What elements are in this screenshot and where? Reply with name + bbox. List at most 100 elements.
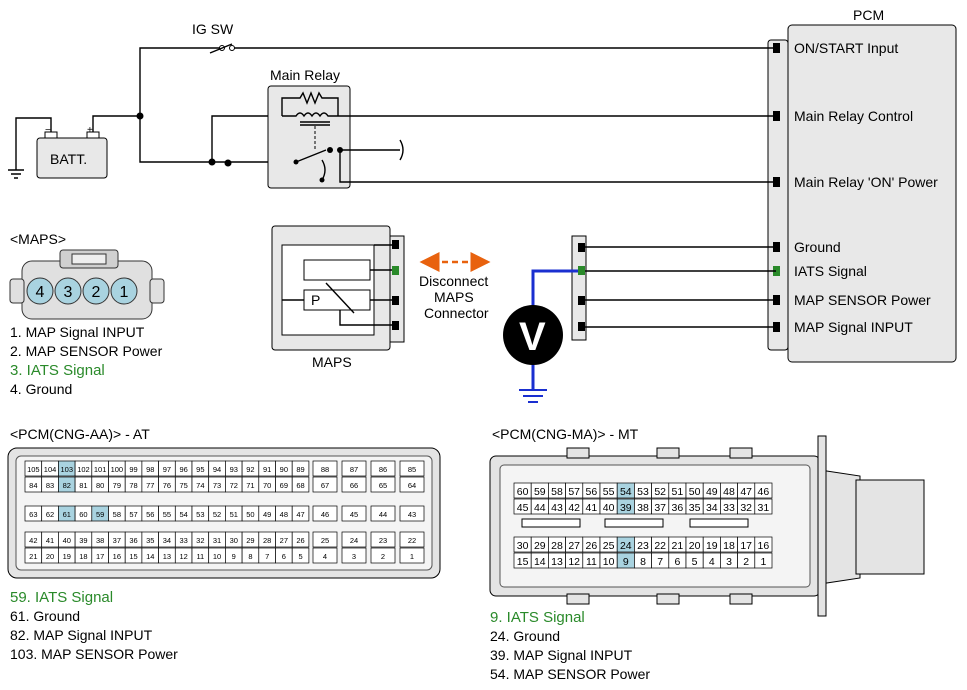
pcm-ma-pin-number: 18 bbox=[723, 540, 735, 552]
pcm-aa-pin-cell bbox=[291, 547, 310, 564]
pcm-ma-pin-number: 25 bbox=[603, 540, 615, 552]
pcm-ma-pin-number: 8 bbox=[640, 556, 646, 568]
pcm-aa-pin-number: 41 bbox=[46, 536, 54, 545]
pcm-aa-pin-number: 80 bbox=[96, 481, 104, 490]
pcm-ma-pin-number: 59 bbox=[534, 486, 546, 498]
pcm-ma-pin-number: 7 bbox=[657, 556, 663, 568]
pcm-aa-pin-number: 51 bbox=[230, 510, 238, 519]
pcm-aa-pin-number: 56 bbox=[146, 510, 154, 519]
pcm-aa-side-pin-number: 24 bbox=[350, 536, 358, 545]
pcm-aa-pin-number: 102 bbox=[77, 465, 90, 474]
pcm-pin-label: Main Relay 'ON' Power bbox=[794, 174, 938, 190]
pcm-aa-pin-cell bbox=[291, 460, 310, 477]
maps-legend-item: 1. MAP Signal INPUT bbox=[10, 324, 145, 340]
pcm-aa-pin-number: 30 bbox=[230, 536, 238, 545]
pcm-aa-side-pin-cell bbox=[312, 476, 338, 493]
pcm-aa-pin-number: 84 bbox=[29, 481, 37, 490]
pcm-ma-pin-number: 60 bbox=[517, 486, 529, 498]
pcm-aa-pin-number: 83 bbox=[46, 481, 54, 490]
pcm-ma-pin-number: 17 bbox=[740, 540, 752, 552]
pcm-aa-pin-number: 75 bbox=[179, 481, 187, 490]
pcm-aa-pin-number: 6 bbox=[282, 552, 286, 561]
pcm-aa-side-pin-cell bbox=[370, 476, 396, 493]
harness-connector bbox=[571, 235, 776, 341]
pcm-aa-pin-number: 101 bbox=[94, 465, 107, 474]
pcm-aa-side-pin-number: 87 bbox=[350, 465, 358, 474]
pcm-aa-pin-number: 33 bbox=[179, 536, 187, 545]
pcm-aa-pin-cell bbox=[291, 476, 310, 493]
pcm-ma-pin-cell bbox=[754, 498, 773, 515]
battery: − + BATT. bbox=[36, 125, 108, 179]
pcm-ma-pin-number: 30 bbox=[517, 540, 529, 552]
pcm-aa-pin-cell bbox=[291, 531, 310, 548]
pcm-ma-pin-number: 12 bbox=[568, 556, 580, 568]
pcm-pin-terminal bbox=[773, 295, 780, 305]
pcm-ma-pin-number: 24 bbox=[620, 540, 632, 552]
pcm-ma-pin-number: 43 bbox=[551, 502, 563, 514]
battery-minus: − bbox=[45, 125, 51, 136]
pcm-pin-label: IATS Signal bbox=[794, 263, 867, 279]
maps-pin bbox=[82, 277, 110, 305]
pcm-aa-pin-number: 98 bbox=[146, 465, 154, 474]
pcm-aa-side-pin-number: 46 bbox=[321, 510, 329, 519]
pcm-ma-pin-number: 5 bbox=[692, 556, 698, 568]
pcm-ma-pin-number: 55 bbox=[603, 486, 615, 498]
pcm-aa-side-pin-number: 86 bbox=[379, 465, 387, 474]
pcm-aa-pin-number: 99 bbox=[129, 465, 137, 474]
pcm-aa-side-pin-number: 2 bbox=[381, 552, 385, 561]
pcm-aa-side-pin-cell bbox=[312, 460, 338, 477]
maps-p-label: P bbox=[311, 292, 320, 308]
pcm-ma-pin-number: 3 bbox=[726, 556, 732, 568]
pcm-ma-pin-number: 45 bbox=[517, 502, 529, 514]
pcm-pin-label: MAP Signal INPUT bbox=[794, 319, 913, 335]
maps-pin-number: 1 bbox=[120, 284, 129, 301]
pcm-aa-pin-number: 79 bbox=[113, 481, 121, 490]
pcm-aa-pin-number: 95 bbox=[196, 465, 204, 474]
pcm-ma-pin-number: 41 bbox=[586, 502, 598, 514]
pcm-aa-pin-number: 27 bbox=[280, 536, 288, 545]
pcm-ma-pin-number: 56 bbox=[586, 486, 598, 498]
ig-switch-label: IG SW bbox=[192, 21, 234, 37]
pcm-aa-pin-number: 20 bbox=[46, 552, 54, 561]
pcm-ma-pin-number: 28 bbox=[551, 540, 563, 552]
disconnect-line2: MAPS bbox=[434, 289, 474, 305]
main-relay: Main Relay bbox=[267, 67, 776, 189]
pcm-aa-side-pin-number: 64 bbox=[408, 481, 416, 490]
pcm-ma-pin-number: 52 bbox=[654, 486, 666, 498]
pcm-aa-pin-number: 70 bbox=[263, 481, 271, 490]
pcm-ma-legend-item: 9. IATS Signal bbox=[490, 609, 585, 626]
pcm-ma-pin-number: 53 bbox=[637, 486, 649, 498]
pcm-aa-pin-number: 76 bbox=[163, 481, 171, 490]
pcm-ma-pin-number: 36 bbox=[672, 502, 684, 514]
pcm-ma-title: <PCM(CNG-MA)> - MT bbox=[492, 426, 639, 442]
maps-pin bbox=[54, 277, 82, 305]
pcm-aa-side-pin-number: 3 bbox=[352, 552, 356, 561]
pcm-aa-pin-number: 77 bbox=[146, 481, 154, 490]
voltmeter-label: V bbox=[519, 315, 546, 359]
pcm-aa-pin-number: 18 bbox=[79, 552, 87, 561]
pcm-aa-pin-number: 61 bbox=[63, 510, 71, 519]
pcm-ma-pin-number: 39 bbox=[620, 502, 632, 514]
pcm-ma-connector: <PCM(CNG-MA)> - MT bbox=[489, 426, 925, 617]
pcm-pin-terminal bbox=[773, 111, 780, 121]
pcm-aa-pin-number: 34 bbox=[163, 536, 171, 545]
pcm-ma-pin-number: 46 bbox=[758, 486, 770, 498]
pcm-aa-pin-number: 96 bbox=[179, 465, 187, 474]
pcm-ma-pin-number: 29 bbox=[534, 540, 546, 552]
pcm-aa-side-pin-cell bbox=[341, 531, 367, 548]
pcm-aa-pin-number: 105 bbox=[27, 465, 40, 474]
pcm-aa-pin-number: 93 bbox=[230, 465, 238, 474]
pcm-aa-side-pin-number: 45 bbox=[350, 510, 358, 519]
maps-pin bbox=[26, 277, 54, 305]
pcm-ma-pin-number: 13 bbox=[551, 556, 563, 568]
pcm-aa-pin-number: 19 bbox=[63, 552, 71, 561]
pcm-aa-pin-number: 15 bbox=[129, 552, 137, 561]
pcm-aa-side-pin-cell bbox=[341, 547, 367, 564]
pcm-pin-terminal bbox=[773, 322, 780, 332]
pcm-aa-pin-number: 17 bbox=[96, 552, 104, 561]
pcm-ma-pin-number: 19 bbox=[706, 540, 718, 552]
pcm-ma-pin-number: 58 bbox=[551, 486, 563, 498]
pcm-aa-pin-number: 89 bbox=[296, 465, 304, 474]
